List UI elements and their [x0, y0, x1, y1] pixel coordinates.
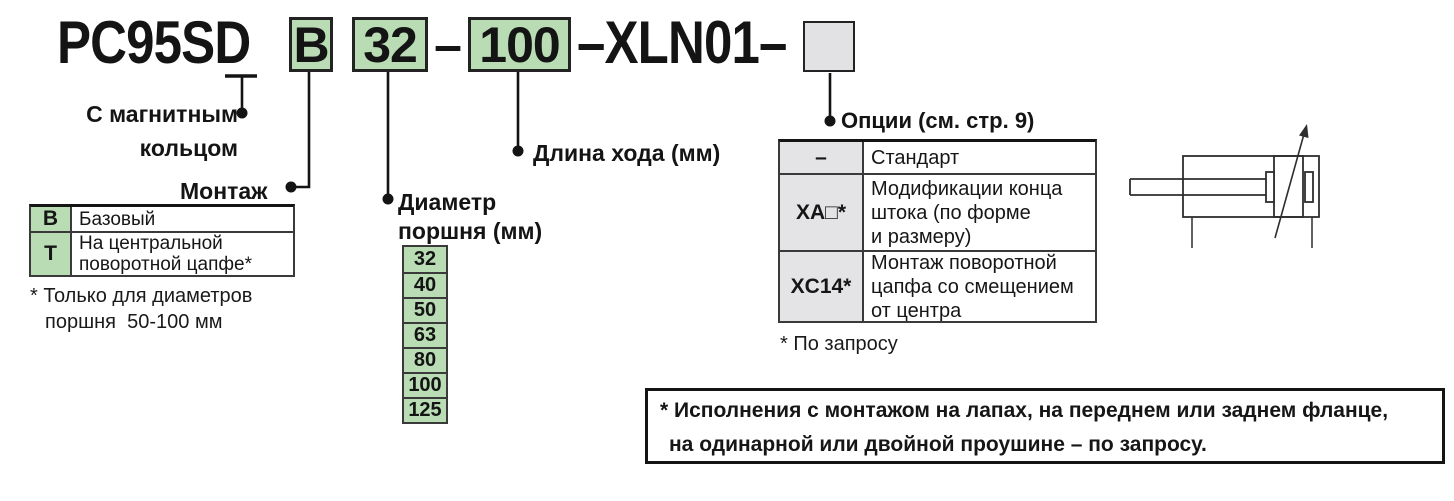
bore-size-cell: 100 — [404, 372, 446, 397]
ordering-code-suffix: –XLN01– — [577, 9, 787, 76]
option-code-box — [803, 21, 855, 72]
mount-desc-text: Базовый — [79, 208, 156, 230]
mount-desc-cell: На центральной поворотной цапфе* — [72, 233, 293, 275]
magnetic-ring-label: С магнитным кольцом — [86, 101, 238, 161]
options-desc-cell: Модификации конца штока (по форме и разм… — [864, 175, 1095, 250]
mount-desc-text: На центральной поворотной цапфе* — [79, 233, 253, 275]
mount-note-line2: поршня 50-100 мм — [45, 311, 223, 333]
bottom-note-line1: * Исполнения с монтажом на лапах, на пер… — [660, 399, 1389, 422]
bore-size-cell: 63 — [404, 322, 446, 347]
options-desc-text: Монтаж поворотной цапфа со смещением от … — [871, 251, 1074, 322]
options-label: Опции (см. стр. 9) — [841, 108, 1035, 133]
mount-desc-cell: Базовый — [72, 207, 293, 231]
options-table-note: * По запросу — [780, 333, 898, 355]
bottom-note: * Исполнения с монтажом на лапах, на пер… — [645, 388, 1445, 464]
bottom-note-line2: на одинарной или двойной проушине – по з… — [669, 433, 1207, 456]
mount-table-row: T На центральной поворотной цапфе* — [31, 231, 293, 275]
options-desc-cell: Стандарт — [864, 142, 1095, 173]
options-table-row: XC14* Монтаж поворотной цапфа со смещени… — [780, 250, 1095, 322]
options-code-cell: XC14* — [780, 252, 864, 321]
cylinder-schematic-icon — [1129, 124, 1320, 248]
mount-code-cell: B — [31, 207, 72, 231]
mount-label: Монтаж — [180, 178, 268, 204]
mount-table-row: B Базовый — [31, 207, 293, 231]
mount-code-cell: T — [31, 233, 72, 275]
bore-size-list: 32 40 50 63 80 100 125 — [402, 245, 448, 424]
code-separator: – — [434, 16, 462, 73]
mount-table: B Базовый T На центральной поворотной ца… — [29, 204, 295, 277]
options-desc-text: Модификации конца штока (по форме и разм… — [871, 177, 1063, 248]
options-table: – Стандарт XA□* Модификации конца штока … — [778, 139, 1097, 323]
options-table-row: – Стандарт — [780, 142, 1095, 173]
mount-table-note: * Только для диаметров поршня 50-100 мм — [30, 283, 252, 335]
options-code-cell: XA□* — [780, 175, 864, 250]
mount-note-line1: * Только для диаметров — [30, 285, 253, 307]
bore-size-cell: 80 — [404, 347, 446, 372]
bore-label: Диаметр поршня (мм) — [398, 189, 543, 244]
bore-size-cell: 125 — [404, 397, 446, 422]
bore-size-cell: 40 — [404, 272, 446, 297]
stroke-code-box: 100 — [468, 17, 571, 73]
bore-code-box: 32 — [352, 17, 428, 73]
stroke-label: Длина хода (мм) — [533, 140, 721, 166]
options-desc-cell: Монтаж поворотной цапфа со смещением от … — [864, 251, 1095, 322]
bore-size-cell: 32 — [413, 248, 437, 270]
mount-code-box: B — [289, 17, 333, 73]
bore-size-cell: 50 — [404, 297, 446, 322]
options-code-cell: – — [780, 142, 864, 173]
options-table-row: XA□* Модификации конца штока (по форме и… — [780, 173, 1095, 250]
ordering-code-prefix: PC95SD — [57, 9, 251, 76]
options-desc-text: Стандарт — [871, 146, 960, 169]
